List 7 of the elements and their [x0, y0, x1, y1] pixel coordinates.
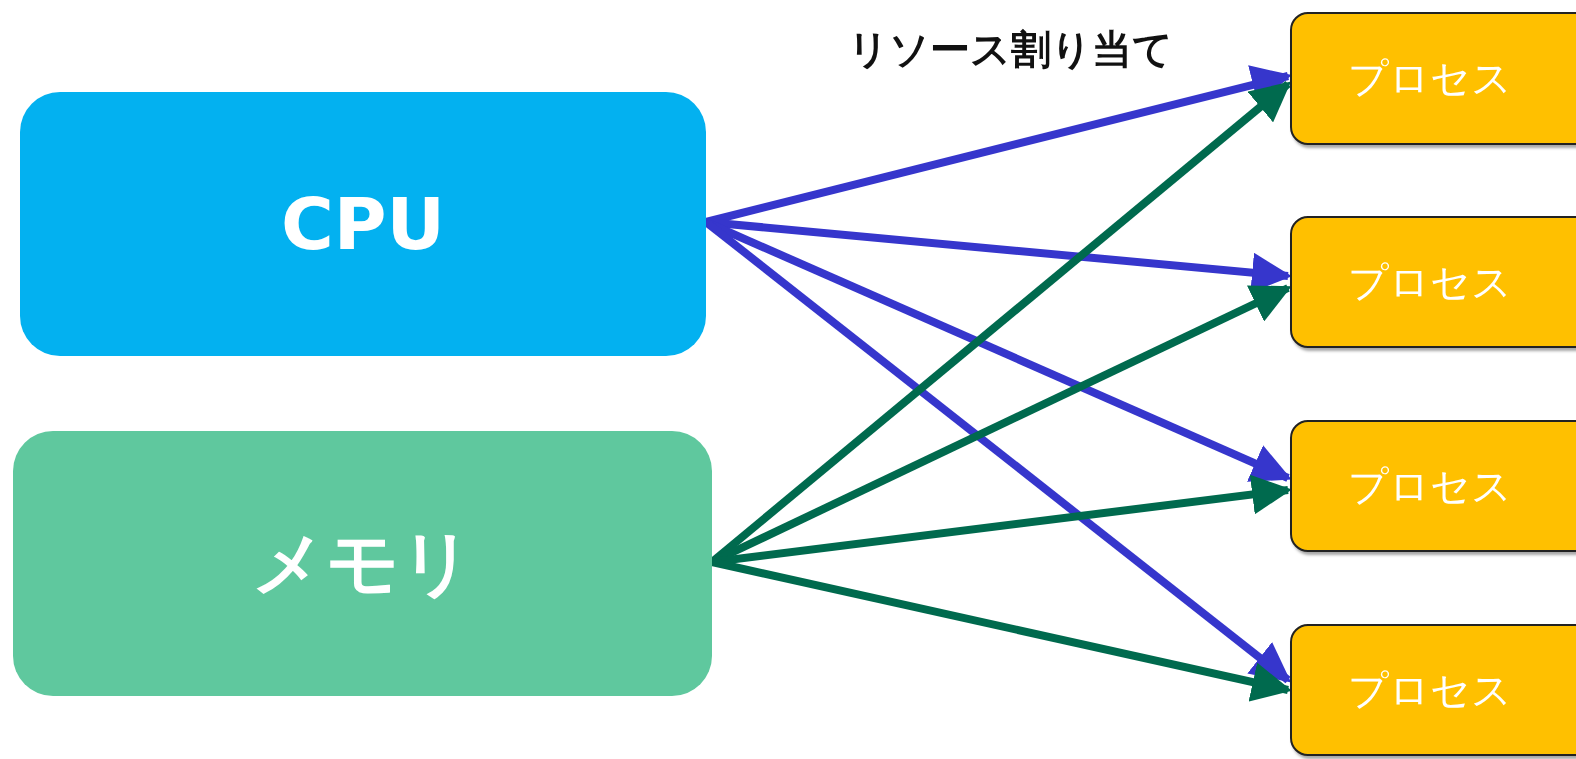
heading: リソース割り当て — [846, 25, 1174, 74]
process-box: プロセス — [1290, 216, 1576, 348]
memory-box: メモリ — [13, 431, 712, 696]
process-box: プロセス — [1290, 420, 1576, 552]
processor-box: CPU — [20, 92, 706, 356]
process-box: プロセス — [1290, 624, 1576, 756]
process-box: プロセス — [1290, 12, 1576, 145]
